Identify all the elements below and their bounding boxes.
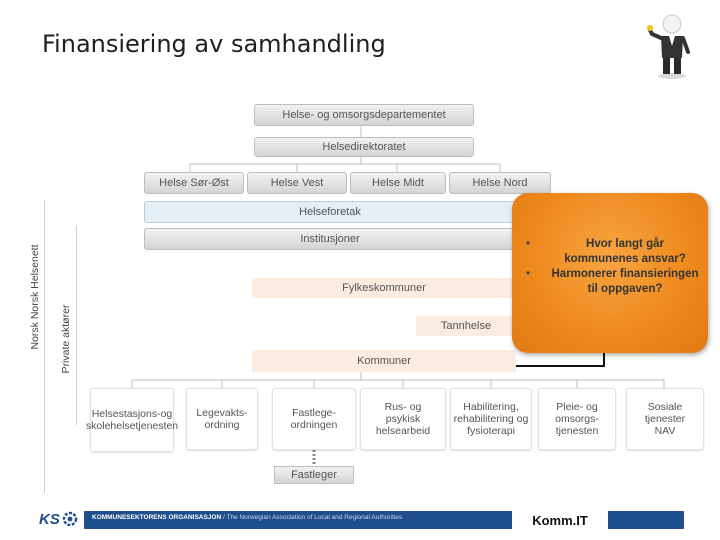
tannhelse-box: Tannhelse bbox=[416, 316, 516, 336]
komm-it-label: Komm.IT bbox=[532, 512, 588, 528]
region-sor-ost-box: Helse Sør-Øst bbox=[144, 172, 244, 194]
callout-question-1-text: Hvor langt går kommunenes ansvar? bbox=[564, 238, 686, 265]
service-rus-psykisk: Rus- og psykisk helsearbeid bbox=[360, 388, 446, 450]
service-pleie-omsorg: Pleie- og omsorgs-tjenesten bbox=[538, 388, 616, 450]
region-nord-box: Helse Nord bbox=[449, 172, 551, 194]
service-habilitering: Habilitering, rehabilitering og fysioter… bbox=[450, 388, 532, 450]
callout-question-1: •Hvor langt går kommunenes ansvar? bbox=[526, 238, 686, 265]
hod-box: Helse- og omsorgsdepartementet bbox=[254, 104, 474, 126]
callout-box: •Hvor langt går kommunenes ansvar? •Harm… bbox=[512, 193, 708, 353]
fastleger-box: Fastleger bbox=[274, 466, 354, 484]
ks-logo-icon: KS bbox=[38, 508, 82, 530]
footer-org-text: KOMMUNESEKTORENS ORGANISASJON / The Norw… bbox=[92, 514, 402, 521]
norsk-helsenett-bracket bbox=[44, 200, 45, 493]
norsk-helsenett-label: Norsk Norsk Helsenett bbox=[29, 244, 41, 350]
private-aktorer-bracket bbox=[76, 225, 77, 425]
institusjoner-box: Institusjoner bbox=[144, 228, 516, 250]
ks-logo-text: KS bbox=[39, 510, 60, 528]
footer-bar: KS KOMMUNESEKTORENS ORGANISASJON / The N… bbox=[38, 508, 684, 530]
service-legevakt: Legevakts-ordning bbox=[186, 388, 258, 450]
businessman-figure-icon bbox=[642, 12, 698, 80]
callout-question-2-text: Harmonerer finansieringen til oppgaven? bbox=[551, 268, 699, 295]
region-vest-box: Helse Vest bbox=[247, 172, 347, 194]
komm-it-brand: Komm.IT bbox=[512, 511, 608, 529]
fylkeskommuner-box: Fylkeskommuner bbox=[252, 278, 516, 298]
footer-org-english: / The Norwegian Association of Local and… bbox=[222, 514, 403, 521]
callout-question-2: •Harmonerer finansieringen til oppgaven? bbox=[526, 268, 699, 295]
helseforetak-box: Helseforetak bbox=[144, 201, 516, 223]
kommuner-box: Kommuner bbox=[252, 350, 516, 372]
footer-org-name: KOMMUNESEKTORENS ORGANISASJON bbox=[92, 514, 222, 521]
service-sosiale-nav: Sosiale tjenester NAV bbox=[626, 388, 704, 450]
helsedirektoratet-box: Helsedirektoratet bbox=[254, 137, 474, 157]
page-title: Finansiering av samhandling bbox=[42, 30, 386, 58]
service-fastlege: Fastlege-ordningen bbox=[272, 388, 356, 450]
private-aktorer-label: Private aktører bbox=[60, 304, 72, 374]
region-midt-box: Helse Midt bbox=[350, 172, 446, 194]
service-helsestasjon: Helsestasjons-og skolehelsetjenesten bbox=[86, 388, 178, 452]
